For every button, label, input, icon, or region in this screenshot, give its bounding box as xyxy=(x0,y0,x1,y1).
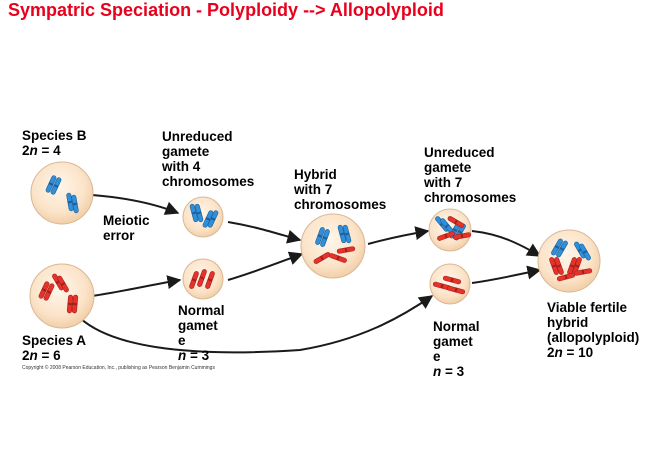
copyright-text: Copyright © 2008 Pearson Education, Inc.… xyxy=(22,365,215,371)
species-a-cell xyxy=(29,263,95,329)
unreduced-gamete-2-label: Unreduced gamete with 7 chromosomes xyxy=(424,145,517,205)
arrow-a-to-normal2 xyxy=(79,295,434,354)
species-a-label: Species A 2n = 6 xyxy=(22,333,87,363)
arrow-unreduced-to-viable xyxy=(471,230,542,257)
hybrid-cell xyxy=(300,213,366,279)
unreduced-gamete-1-cell xyxy=(182,196,224,238)
species-b-cell xyxy=(30,161,94,225)
normal-gamete-2-cell xyxy=(429,263,471,305)
arrow-normal-to-hybrid xyxy=(227,251,304,281)
hybrid-label: Hybrid with 7 chromosomes xyxy=(294,167,387,212)
viable-hybrid-cell xyxy=(537,229,601,293)
unreduced-gamete-2-cell xyxy=(428,208,472,252)
arrow-unreduced-to-hybrid xyxy=(227,221,302,244)
page-title: Sympatric Speciation - Polyploidy --> Al… xyxy=(8,0,444,20)
arrow-a-to-normal xyxy=(91,275,182,297)
viable-hybrid-label: Viable fertile hybrid (allopolyploid) 2n… xyxy=(547,300,640,360)
normal-gamete-2-label: Normal gamet e n = 3 xyxy=(433,319,480,379)
arrow-hybrid-to-unreduced xyxy=(367,226,430,245)
normal-gamete-1-cell xyxy=(182,258,224,300)
arrow-b-to-unreduced xyxy=(91,194,180,215)
normal-gamete-1-label: Normal gamet e n = 3 xyxy=(178,303,225,363)
arrows xyxy=(79,194,542,354)
meiotic-error-label: Meiotic error xyxy=(103,213,150,243)
unreduced-gamete-1-label: Unreduced gamete with 4 chromosomes xyxy=(162,129,255,189)
arrow-normal-to-viable xyxy=(471,265,542,284)
species-b-label: Species B 2n = 4 xyxy=(22,128,87,158)
